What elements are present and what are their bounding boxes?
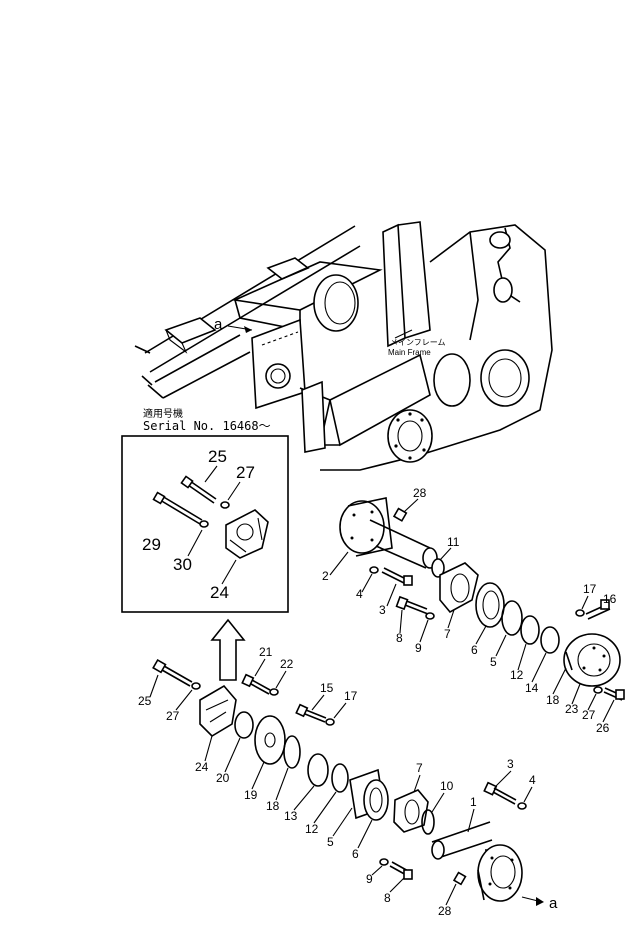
lower-callout-24: 24 <box>195 760 209 774</box>
upper-callout-2: 2 <box>322 569 329 583</box>
inset-applies-arrow <box>210 618 246 681</box>
upper-callouts: 28 2 11 4 3 8 9 7 6 5 12 14 18 17 16 23 … <box>322 486 617 735</box>
view-marker-a-top: a <box>214 316 223 333</box>
lower-callout-21: 21 <box>259 645 273 659</box>
upper-callout-28: 28 <box>413 486 427 500</box>
upper-callout-23: 23 <box>565 702 579 716</box>
upper-callout-26: 26 <box>596 721 610 735</box>
lower-callout-5: 5 <box>327 835 334 849</box>
serial-note-jp: 適用号機 <box>143 407 183 420</box>
inset-callouts: 25 27 29 30 24 <box>142 447 255 602</box>
lower-callout-10: 10 <box>440 779 454 793</box>
lower-callout-20: 20 <box>216 771 230 785</box>
upper-callout-3: 3 <box>379 603 386 617</box>
upper-callout-27: 27 <box>582 708 596 722</box>
upper-callout-16: 16 <box>603 592 617 606</box>
inset-box <box>121 435 289 613</box>
upper-callout-7: 7 <box>444 627 451 641</box>
lower-callout-8: 8 <box>384 891 391 905</box>
lower-callout-18: 18 <box>266 799 280 813</box>
lower-callout-22: 22 <box>280 657 294 671</box>
main-frame-label: Main Frame <box>388 348 431 357</box>
upper-assembly-parts <box>339 497 625 701</box>
serial-note: Serial No. 16468～ <box>143 419 271 433</box>
upper-callout-18: 18 <box>546 693 560 707</box>
lower-callouts: 21 22 25 27 24 20 19 15 17 18 13 12 5 6 … <box>138 645 536 918</box>
lower-callout-25: 25 <box>138 694 152 708</box>
lower-callout-4: 4 <box>529 773 536 787</box>
inset-callout-24: 24 <box>210 583 229 602</box>
main-frame-label-jp: メインフレーム <box>390 338 446 347</box>
lower-callout-17: 17 <box>344 689 358 703</box>
lower-callout-9: 9 <box>366 872 373 886</box>
inset-callout-25: 25 <box>208 447 227 466</box>
lower-callout-19: 19 <box>244 788 258 802</box>
inset-callout-29: 29 <box>142 535 161 554</box>
lower-assembly-parts <box>152 658 527 902</box>
inset-callout-30: 30 <box>173 555 192 574</box>
upper-callout-9: 9 <box>415 641 422 655</box>
upper-callout-11: 11 <box>447 535 460 549</box>
upper-callout-5: 5 <box>490 655 497 669</box>
inset-callout-27: 27 <box>236 463 255 482</box>
lower-callout-27: 27 <box>166 709 180 723</box>
upper-callout-4: 4 <box>356 587 363 601</box>
lower-callout-7: 7 <box>416 761 423 775</box>
lower-callout-28: 28 <box>438 904 452 918</box>
upper-callout-17: 17 <box>583 582 597 596</box>
upper-callout-6: 6 <box>471 643 478 657</box>
lower-callout-13: 13 <box>284 809 298 823</box>
lower-callout-1: 1 <box>470 795 477 809</box>
lower-callout-3: 3 <box>507 757 514 771</box>
upper-callout-14: 14 <box>525 681 539 695</box>
main-frame-drawing <box>134 221 553 471</box>
lower-callout-15: 15 <box>320 681 334 695</box>
lower-callout-12: 12 <box>305 822 319 836</box>
upper-callout-12: 12 <box>510 668 524 682</box>
lower-callout-6: 6 <box>352 847 359 861</box>
inset-parts <box>152 475 269 559</box>
view-marker-a-bottom: a <box>549 895 558 912</box>
upper-callout-8: 8 <box>396 631 403 645</box>
